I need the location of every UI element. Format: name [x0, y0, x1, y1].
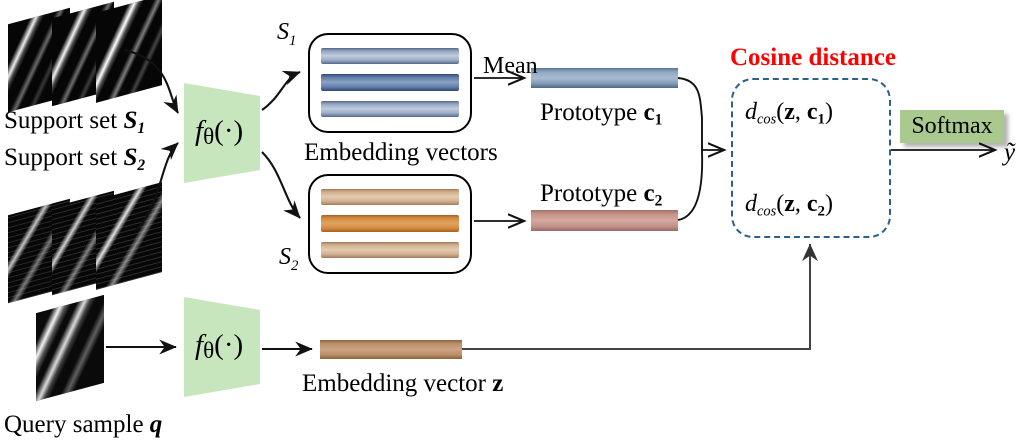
embedding-vector-bar-s2-1 [321, 189, 459, 205]
encoder-top-theta: θ [203, 124, 215, 151]
spectrogram-tile [96, 182, 162, 290]
embedding-vector-z-label: Embedding vector z [302, 371, 503, 396]
prototype-c2-label: Prototype c2 [540, 181, 662, 209]
set-2-tag-subscript: 2 [291, 257, 299, 274]
support-set-2-subscript: 2 [137, 156, 146, 174]
dcos-c2-expression: dcos(z, c2) [745, 192, 833, 219]
encoder-top-arg: (·) [214, 115, 244, 147]
query-sample-symbol: q [149, 411, 163, 438]
embedding-vector-bar-s1-3 [321, 101, 459, 117]
dcos-2-paren-close: ) [824, 191, 833, 217]
dcos-2-d: d [745, 191, 757, 217]
dcos-2-sub: cos [757, 203, 777, 220]
embedding-vector-z-bar [320, 340, 462, 359]
embedding-vector-bar-s1-1 [321, 48, 459, 64]
dcos-2-comma: , [794, 191, 807, 217]
dcos-c1-expression: dcos(z, c1) [745, 100, 833, 127]
encoder-top-label: fθ(·) [195, 115, 243, 151]
softmax-label: Softmax [911, 113, 993, 139]
prototype-c2-symbol: c [643, 180, 655, 207]
dcos-1-sub: cos [757, 111, 777, 128]
query-sample-label: Query sample q [4, 412, 162, 437]
embedding-vector-bar-s2-2 [321, 215, 459, 232]
softmax-block: Softmax [900, 110, 1004, 143]
cosine-distance-title: Cosine distance [730, 44, 896, 71]
dcos-1-z: z [784, 99, 795, 125]
prototype-c2-text: Prototype [540, 180, 644, 207]
set-1-tag-symbol: S [277, 19, 289, 45]
embedding-vector-bar-s1-2 [321, 74, 459, 91]
prototype-c2-subscript: 2 [654, 192, 663, 210]
support-set-2-text: Support set [4, 144, 124, 171]
dcos-1-d: d [745, 99, 757, 125]
encoder-bottom-theta: θ [203, 338, 215, 365]
embedding-vectors-label: Embedding vectors [304, 139, 498, 166]
support-set-1-text: Support set [4, 107, 124, 134]
dcos-2-paren-open: ( [776, 191, 785, 217]
embedding-vector-bar-s2-3 [321, 242, 459, 258]
set-2-tag-symbol: S [279, 244, 291, 270]
support-set-1-label: Support set S1 [4, 108, 145, 136]
prototype-c1-subscript: 1 [654, 111, 663, 129]
embedding-vector-z-symbol: z [492, 370, 504, 397]
embedding-vector-z-text: Embedding vector [302, 370, 493, 397]
encoder-bottom-label: fθ(·) [195, 329, 243, 365]
cosine-distance-box [731, 78, 891, 238]
encoder-bottom-f: f [195, 329, 204, 361]
support-set-1-symbol: S [123, 107, 138, 134]
dcos-2-z: z [784, 191, 795, 217]
prototype-merge-brace [677, 77, 704, 221]
dcos-1-c: c [806, 99, 818, 125]
dcos-1-c-sub: 1 [817, 111, 825, 128]
prototype-c1-text: Prototype [540, 99, 644, 126]
prototype-c2-bar [531, 210, 678, 231]
spectrogram-tile [96, 0, 162, 103]
output-label: ỹ [1004, 139, 1016, 166]
support-set-1-image-stack [8, 0, 168, 113]
dcos-2-c-sub: 2 [817, 203, 825, 220]
prototype-c1-label: Prototype c1 [540, 100, 662, 128]
encoder-top [184, 83, 260, 183]
dcos-1-comma: , [794, 99, 807, 125]
mean-label: Mean [483, 53, 538, 79]
dcos-1-paren-close: ) [824, 99, 833, 125]
query-sample-image [36, 294, 116, 405]
spectrogram-tile [36, 294, 104, 402]
set-1-tag-subscript: 1 [289, 32, 297, 49]
encoder-top-f: f [195, 115, 204, 147]
dcos-2-c: c [806, 191, 818, 217]
dcos-1-paren-open: ( [776, 99, 785, 125]
set-2-tag: S2 [279, 245, 298, 274]
query-sample-text: Query sample [4, 411, 150, 438]
support-set-1-subscript: 1 [137, 119, 146, 137]
support-set-2-image-stack [8, 182, 168, 304]
prototype-c1-bar [531, 68, 678, 88]
support-set-2-label: Support set S2 [4, 145, 145, 173]
prototype-c1-symbol: c [643, 99, 655, 126]
set-1-tag: S1 [277, 20, 296, 49]
arrow-z-to-cosine [462, 243, 818, 350]
encoder-bottom-arg: (·) [214, 329, 244, 361]
support-set-2-symbol: S [123, 144, 138, 171]
arrow-encoder-to-s2box [261, 151, 301, 219]
encoder-bottom [184, 297, 260, 397]
arrow-encoder-to-s1box [261, 70, 301, 111]
